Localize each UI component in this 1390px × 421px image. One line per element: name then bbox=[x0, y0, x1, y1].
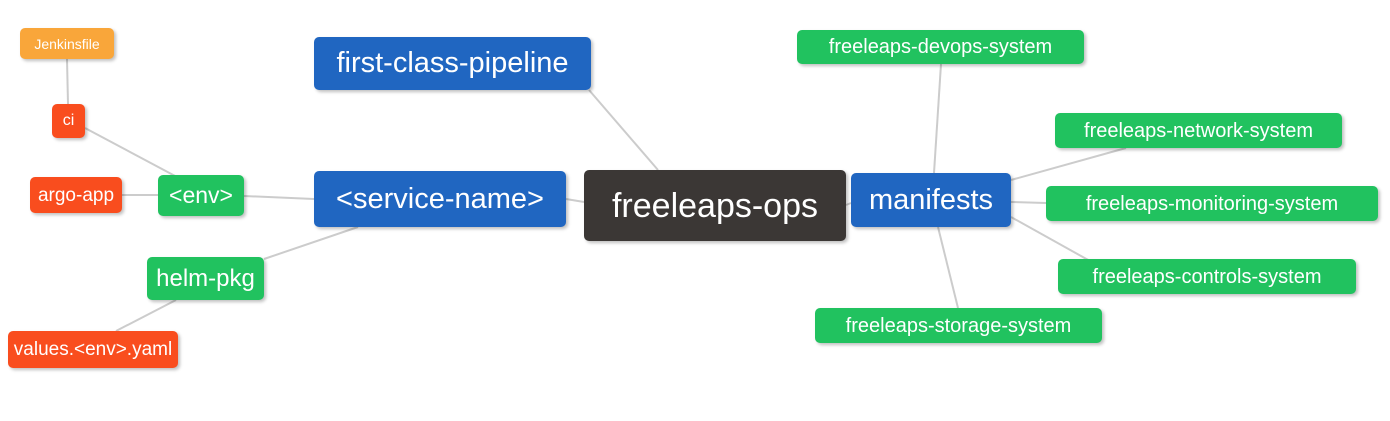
node-label: first-class-pipeline bbox=[336, 47, 569, 79]
edge-ci-env bbox=[84, 127, 178, 178]
edge-freeleaps-ops-manifests bbox=[845, 202, 852, 206]
node-label: freeleaps-ops bbox=[611, 186, 818, 225]
node-label: helm-pkg bbox=[156, 264, 255, 292]
node-manifests[interactable]: manifests bbox=[851, 173, 1011, 227]
node-label: argo-app bbox=[37, 184, 115, 206]
node-label: manifests bbox=[868, 183, 994, 216]
edge-jenkinsfile-ci bbox=[66, 58, 69, 105]
node-label: values.<env>.yaml bbox=[13, 339, 173, 360]
edge-service-name-freeleaps-ops bbox=[565, 198, 585, 203]
node-label: freeleaps-monitoring-system bbox=[1085, 192, 1339, 215]
node-helm-pkg[interactable]: helm-pkg bbox=[147, 257, 264, 300]
edge-first-class-pipeline-freeleaps-ops bbox=[588, 89, 659, 171]
edge-manifests-freeleaps-devops-system bbox=[933, 63, 942, 174]
node-ci[interactable]: ci bbox=[52, 104, 85, 138]
node-label: ci bbox=[62, 112, 75, 129]
node-freeleaps-controls-system[interactable]: freeleaps-controls-system bbox=[1058, 259, 1356, 294]
node-argo-app[interactable]: argo-app bbox=[30, 177, 122, 213]
edge-helm-pkg-values-env-yaml bbox=[115, 299, 177, 332]
edge-manifests-freeleaps-monitoring-system bbox=[1010, 201, 1047, 204]
node-label: <env> bbox=[169, 182, 233, 208]
node-label: freeleaps-storage-system bbox=[845, 314, 1072, 337]
node-values-env-yaml[interactable]: values.<env>.yaml bbox=[8, 331, 178, 368]
node-freeleaps-network-system[interactable]: freeleaps-network-system bbox=[1055, 113, 1342, 148]
edge-manifests-freeleaps-network-system bbox=[1010, 147, 1127, 181]
node-label: freeleaps-devops-system bbox=[828, 36, 1053, 58]
node-service-name[interactable]: <service-name> bbox=[314, 171, 566, 227]
node-first-class-pipeline[interactable]: first-class-pipeline bbox=[314, 37, 591, 90]
edge-env-service-name bbox=[243, 195, 315, 200]
node-label: Jenkinsfile bbox=[34, 35, 100, 52]
node-jenkinsfile[interactable]: Jenkinsfile bbox=[20, 28, 114, 59]
edge-manifests-freeleaps-controls-system bbox=[1010, 216, 1091, 262]
node-freeleaps-monitoring-system[interactable]: freeleaps-monitoring-system bbox=[1046, 186, 1378, 221]
node-label: <service-name> bbox=[336, 182, 544, 215]
node-label: freeleaps-network-system bbox=[1084, 119, 1313, 142]
edge-manifests-freeleaps-storage-system bbox=[937, 226, 959, 309]
node-label: freeleaps-controls-system bbox=[1092, 265, 1322, 288]
edge-service-name-helm-pkg bbox=[263, 226, 359, 260]
node-freeleaps-storage-system[interactable]: freeleaps-storage-system bbox=[815, 308, 1102, 343]
node-env[interactable]: <env> bbox=[158, 175, 244, 216]
node-freeleaps-ops[interactable]: freeleaps-ops bbox=[584, 170, 846, 241]
node-freeleaps-devops-system[interactable]: freeleaps-devops-system bbox=[797, 30, 1084, 64]
